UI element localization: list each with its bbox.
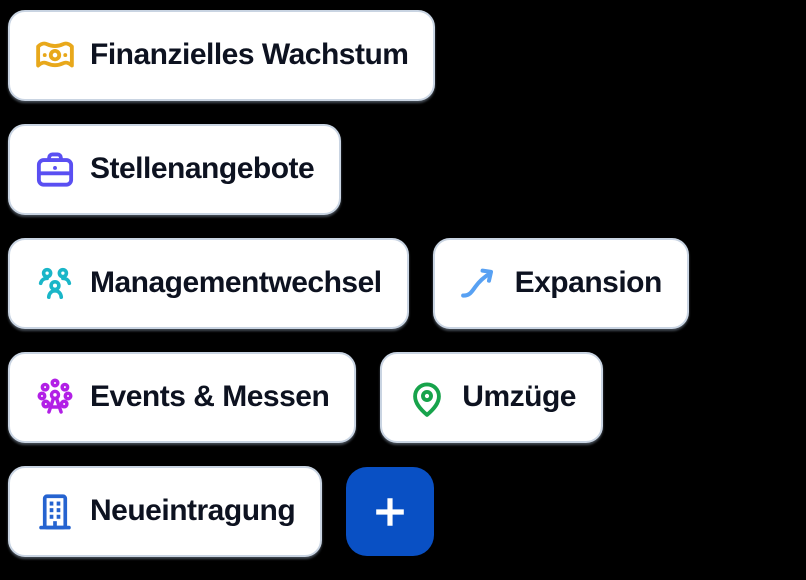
chip-row: Neueintragung: [8, 466, 806, 557]
tag-list: Finanzielles Wachstum Stellenangebote: [8, 10, 806, 557]
filter-chip-umzuege[interactable]: Umzüge: [380, 352, 603, 443]
chip-label: Managementwechsel: [90, 265, 382, 299]
chip-label: Stellenangebote: [90, 151, 315, 185]
chip-label: Expansion: [514, 265, 663, 299]
filter-chip-neueintragung[interactable]: Neueintragung: [8, 466, 323, 557]
chip-label: Events & Messen: [90, 379, 330, 413]
banknote-icon: [33, 34, 77, 78]
filter-chip-events-messen[interactable]: Events & Messen: [8, 352, 357, 443]
chip-label: Finanzielles Wachstum: [90, 37, 409, 71]
filter-chip-stellenangebote[interactable]: Stellenangebote: [8, 124, 342, 215]
ferris-wheel-icon: [33, 376, 77, 420]
filter-chip-expansion[interactable]: Expansion: [432, 238, 689, 329]
briefcase-icon: [33, 148, 77, 192]
chip-label: Neueintragung: [90, 493, 296, 527]
chip-row: Finanzielles Wachstum: [8, 10, 806, 101]
add-tag-button[interactable]: [346, 467, 435, 556]
chip-row: Managementwechsel Expansion: [8, 238, 806, 329]
filter-chip-finanzielles-wachstum[interactable]: Finanzielles Wachstum: [8, 10, 436, 101]
chip-row: Events & Messen Umzüge: [8, 352, 806, 443]
chip-label: Umzüge: [462, 379, 576, 413]
filter-chip-managementwechsel[interactable]: Managementwechsel: [8, 238, 409, 329]
chip-row: Stellenangebote: [8, 124, 806, 215]
building-icon: [33, 490, 77, 534]
map-pin-icon: [405, 376, 449, 420]
plus-icon: [367, 489, 413, 535]
trending-up-icon: [458, 262, 502, 306]
team-icon: [33, 262, 77, 306]
